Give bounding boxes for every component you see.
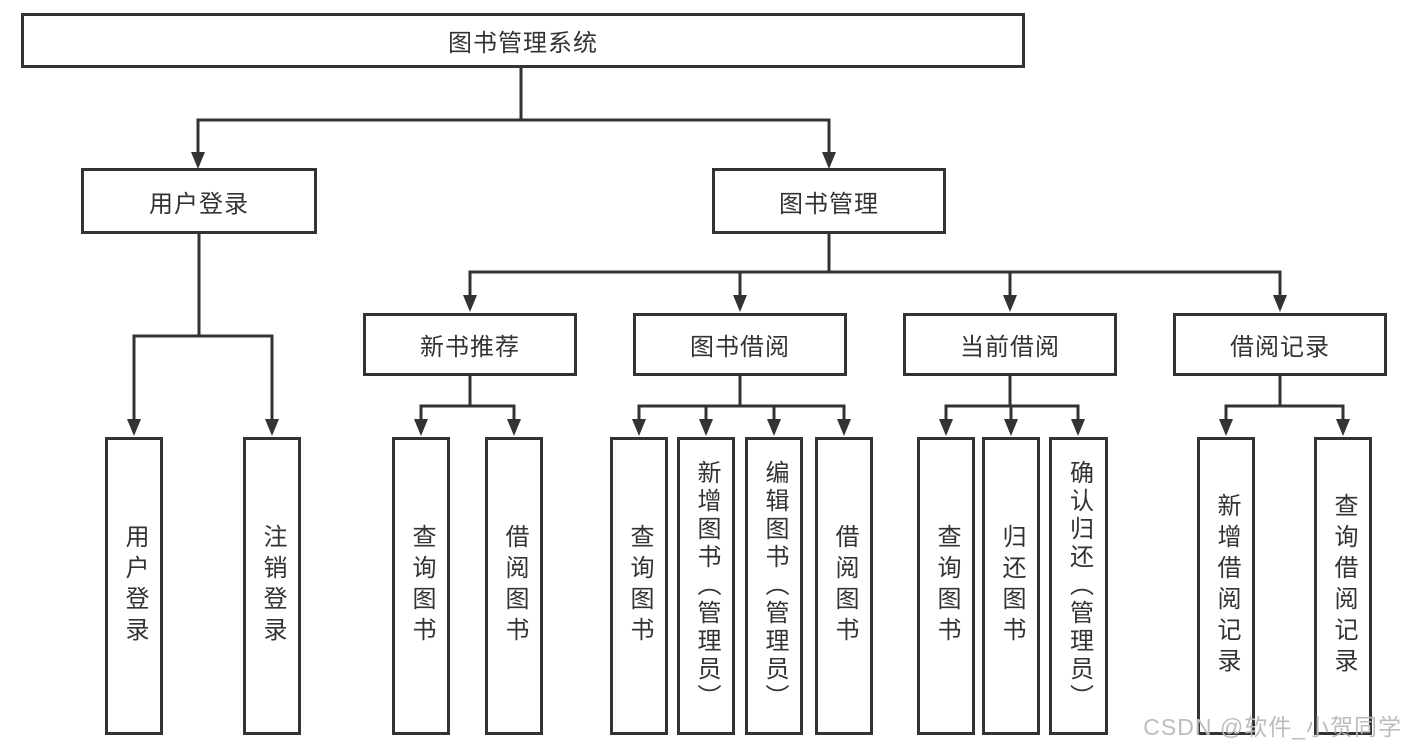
leaf-user-login-label: 用户登录	[121, 524, 148, 648]
leaf-borrow-book-label: 借阅图书	[831, 524, 858, 648]
leaf-records-query: 查询借阅记录	[1314, 437, 1372, 735]
node-current-borrow-label: 当前借阅	[960, 334, 1060, 361]
node-book-mgmt-label: 图书管理	[779, 190, 879, 218]
node-root-label: 图书管理系统	[448, 30, 598, 57]
node-book-borrow: 图书借阅	[633, 313, 847, 376]
leaf-current-query-label: 查询图书	[933, 524, 960, 648]
leaf-borrow-query-label: 查询图书	[626, 524, 653, 648]
node-book-borrow-label: 图书借阅	[690, 334, 790, 361]
leaf-current-return-label: 归还图书	[998, 524, 1025, 648]
node-book-mgmt: 图书管理	[712, 168, 946, 234]
leaf-records-add-label: 新增借阅记录	[1213, 493, 1240, 679]
leaf-logout: 注销登录	[243, 437, 301, 735]
connector-new-books-to-leaves	[419, 376, 516, 421]
leaf-new-books-borrow: 借阅图书	[485, 437, 543, 735]
leaf-current-return: 归还图书	[982, 437, 1040, 735]
leaf-records-add: 新增借阅记录	[1197, 437, 1255, 735]
leaf-borrow-edit-book: 编辑图书（管理员）	[745, 437, 803, 735]
leaf-borrow-add-book: 新增图书（管理员）	[677, 437, 735, 735]
arrowheads	[127, 152, 1350, 436]
node-current-borrow: 当前借阅	[903, 313, 1117, 376]
connector-book-mgmt-to-modules	[468, 234, 1282, 297]
leaf-new-books-borrow-label: 借阅图书	[501, 524, 528, 648]
node-root: 图书管理系统	[21, 13, 1025, 68]
connector-root-to-level2	[196, 68, 831, 154]
leaf-user-login: 用户登录	[105, 437, 163, 735]
node-new-books: 新书推荐	[363, 313, 577, 376]
leaf-borrow-book: 借阅图书	[815, 437, 873, 735]
connector-borrow-records-to-leaves	[1224, 376, 1345, 421]
node-user-login: 用户登录	[81, 168, 317, 234]
node-user-login-label: 用户登录	[149, 190, 249, 218]
leaf-borrow-query: 查询图书	[610, 437, 668, 735]
leaf-borrow-add-book-label: 新增图书（管理员）	[693, 460, 720, 712]
leaf-new-books-query: 查询图书	[392, 437, 450, 735]
node-borrow-records-label: 借阅记录	[1230, 334, 1330, 361]
leaf-current-confirm-return: 确认归还（管理员）	[1049, 437, 1108, 735]
leaf-logout-label: 注销登录	[259, 524, 286, 648]
connector-user-login-to-leaves	[132, 234, 274, 421]
connector-book-borrow-to-leaves	[637, 376, 846, 421]
leaf-records-query-label: 查询借阅记录	[1330, 493, 1357, 679]
leaf-new-books-query-label: 查询图书	[408, 524, 435, 648]
node-borrow-records: 借阅记录	[1173, 313, 1387, 376]
connector-current-borrow-to-leaves	[944, 376, 1080, 421]
leaf-current-confirm-return-label: 确认归还（管理员）	[1065, 460, 1093, 712]
leaf-current-query: 查询图书	[917, 437, 975, 735]
node-new-books-label: 新书推荐	[420, 334, 520, 361]
leaf-borrow-edit-book-label: 编辑图书（管理员）	[761, 460, 788, 712]
